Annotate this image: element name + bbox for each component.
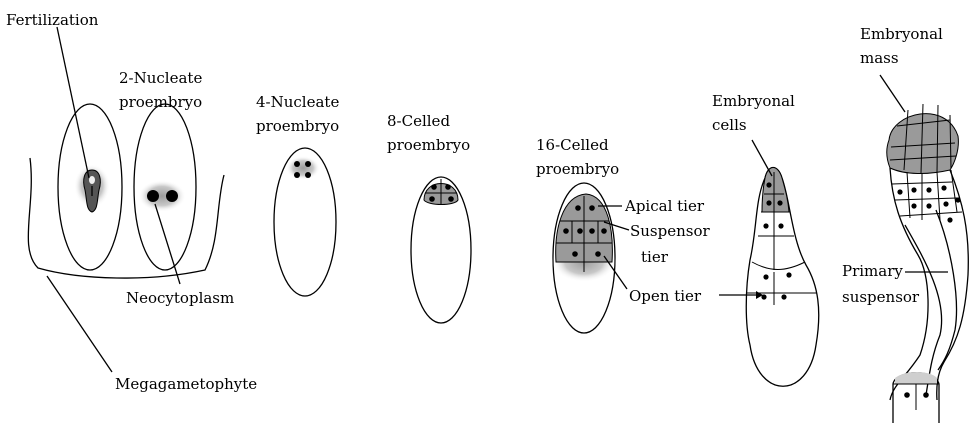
label-embryonal-cells: Embryonal: [712, 92, 795, 110]
nucleus: [147, 190, 159, 202]
label-suspensor-tier: tier: [641, 248, 669, 266]
nucleus: [305, 161, 311, 167]
nucleus: [294, 172, 300, 178]
label-embryonal-mass-2: mass: [860, 49, 899, 67]
megagametophyte-leader-line: [47, 276, 112, 372]
embryonal-mass-leader: [880, 75, 905, 112]
nucleus: [294, 161, 300, 167]
label-suspensor: Suspensor: [630, 222, 711, 240]
four-nucleate-stage: [274, 148, 336, 296]
label-sixteen-celled: 16-Celled: [536, 136, 609, 154]
two-nucleate-stage: [134, 104, 196, 284]
neocytoplasm-stipple: [138, 180, 186, 212]
label-primary: Primary: [842, 262, 903, 280]
label-four-nucleate-proembryo: proembryo: [256, 117, 339, 135]
label-open-tier: Open tier: [629, 287, 702, 305]
embryonal-cells-fill: [762, 168, 789, 213]
label-four-nucleate: 4-Nucleate: [256, 93, 339, 111]
lower-proembryo-stipple: [895, 372, 937, 384]
label-two-nucleate-proembryo: proembryo: [119, 93, 202, 111]
nucleus: [166, 190, 178, 202]
fertilization-leader-line: [57, 27, 89, 178]
neocytoplasm-leader-line: [155, 204, 180, 284]
label-neocytoplasm: Neocytoplasm: [126, 289, 234, 307]
nucleus: [305, 172, 311, 178]
label-embryonal-cells-2: cells: [712, 116, 747, 134]
cytoplasm-stipple: [286, 156, 320, 180]
label-two-nucleate: 2-Nucleate: [119, 69, 202, 87]
label-megagametophyte: Megagametophyte: [115, 375, 257, 393]
label-eight-celled: 8-Celled: [387, 112, 450, 130]
embryonal-mass-stage: [880, 75, 968, 423]
sixteen-celled-stage: [552, 183, 629, 333]
eight-celled-stage: [411, 177, 471, 323]
label-sixteen-celled-proembryo: proembryo: [536, 160, 619, 178]
label-suspensor-right: suspensor: [842, 288, 920, 306]
embryonal-cells-leader: [752, 140, 772, 176]
fertilization-stage: [28, 27, 224, 278]
embryonal-cells-stage: [719, 140, 819, 386]
label-embryonal-mass: Embryonal: [860, 25, 943, 43]
label-fertilization: Fertilization: [6, 11, 99, 29]
label-eight-celled-proembryo: proembryo: [387, 136, 470, 154]
label-apical-tier: Apical tier: [624, 197, 705, 215]
primary-suspensor-inner-left: [905, 225, 942, 395]
